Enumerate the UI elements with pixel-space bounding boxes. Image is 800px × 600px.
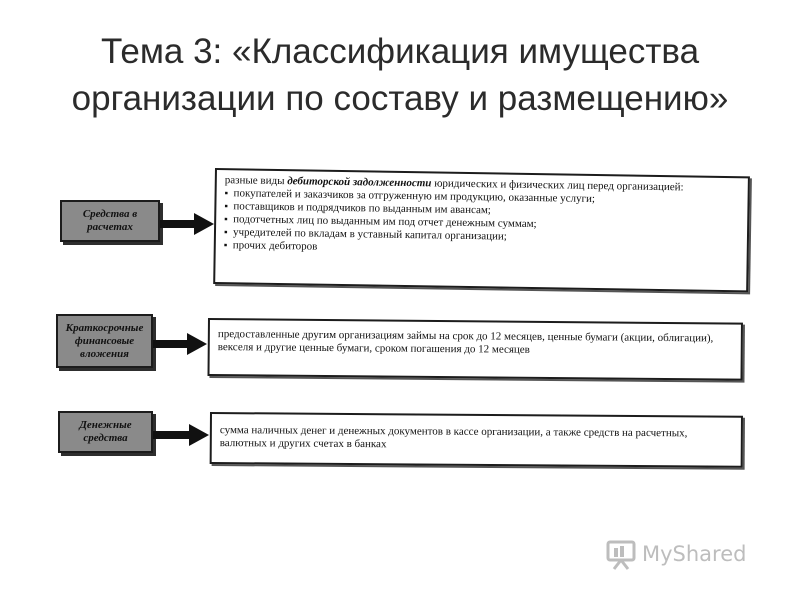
category-label-investments: Краткосрочные финансовые вложения xyxy=(56,314,153,368)
watermark-text: MyShared xyxy=(642,542,747,566)
category-label-receivables: Средства в расчетах xyxy=(60,200,160,242)
description-box-cash: сумма наличных денег и денежных документ… xyxy=(209,412,743,468)
watermark-logo: MyShared xyxy=(606,538,746,570)
description-box-receivables: разные виды дебиторской задолженности юр… xyxy=(213,168,750,293)
debtor-list: покупателей и заказчиков за отгруженную … xyxy=(224,187,740,260)
lead-text-before: разные виды xyxy=(224,174,288,188)
arrow-icon xyxy=(153,333,207,355)
presentation-board-icon xyxy=(606,540,636,570)
category-label-cash: Денежные средства xyxy=(58,411,153,453)
slide-title: Тема 3: «Классификация имущества организ… xyxy=(71,32,729,118)
lead-text-emphasis: дебиторской задолженности xyxy=(287,175,432,190)
arrow-icon xyxy=(160,213,214,235)
description-box-investments: предоставленные другим организациям займ… xyxy=(207,318,743,381)
arrow-icon xyxy=(153,424,209,446)
